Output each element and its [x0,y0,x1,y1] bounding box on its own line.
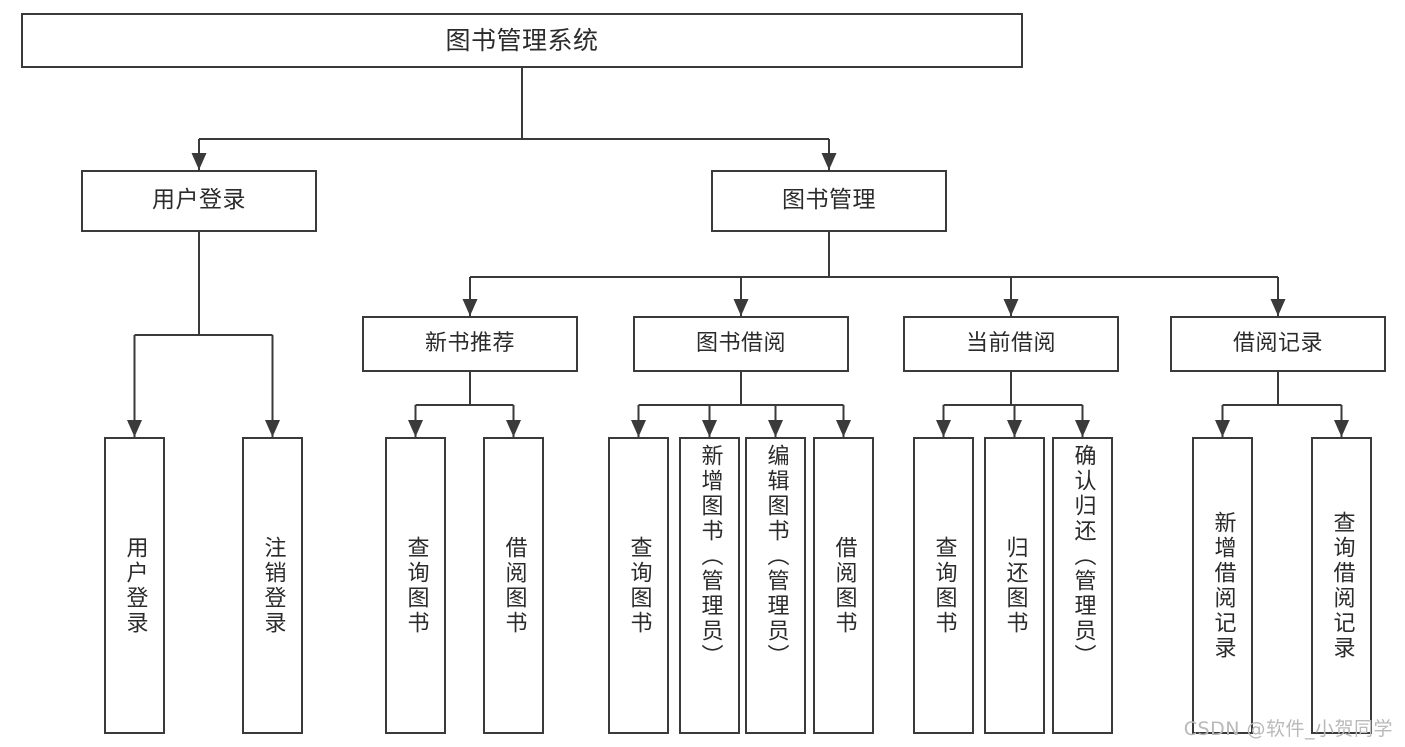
arrowhead-book-borrow [733,299,749,316]
arrowhead-leaf-return-book [1007,420,1022,437]
node-leaf-return-book[interactable]: 归还图书 [984,437,1045,734]
node-label: 新书推荐 [424,331,515,357]
node-label: 编辑图书（管理员） [763,444,789,669]
node-leaf-borrow-book-1[interactable]: 借阅图书 [483,437,544,734]
node-label: 新增借阅记录 [1210,510,1236,661]
node-label: 查询借阅记录 [1329,510,1355,661]
node-user-login[interactable]: 用户登录 [81,170,317,232]
arrowhead-new-book-rec [462,299,478,316]
node-leaf-query-book-1[interactable]: 查询图书 [385,437,446,734]
node-leaf-edit-book[interactable]: 编辑图书（管理员） [745,437,806,734]
node-label: 当前借阅 [965,331,1056,357]
node-book-manage[interactable]: 图书管理 [711,170,947,232]
arrowhead-leaf-query-book-1 [408,420,423,437]
node-label: 借阅图书 [501,535,527,636]
arrowhead-borrow-record [1270,299,1286,316]
node-label: 查询图书 [931,535,957,636]
node-label: 查询图书 [403,535,429,636]
node-book-borrow[interactable]: 图书借阅 [633,316,849,372]
arrowhead-book-manage [821,153,837,170]
arrowhead-user-login [191,153,207,170]
node-leaf-query-record[interactable]: 查询借阅记录 [1311,437,1372,734]
node-leaf-confirm-return[interactable]: 确认归还（管理员） [1052,437,1113,734]
arrowhead-leaf-edit-book [768,420,783,437]
node-leaf-query-book-2[interactable]: 查询图书 [608,437,669,734]
node-label: 查询图书 [626,535,652,636]
node-label: 用户登录 [122,535,148,636]
node-label: 借阅图书 [831,535,857,636]
node-leaf-logout[interactable]: 注销登录 [242,437,303,734]
node-label: 图书借阅 [695,331,786,357]
node-label: 确认归还（管理员） [1070,444,1096,669]
node-label: 图书管理 [782,187,876,214]
node-root[interactable]: 图书管理系统 [21,13,1023,68]
node-label: 图书管理系统 [445,25,599,55]
arrowhead-leaf-query-record [1334,420,1349,437]
node-leaf-add-book[interactable]: 新增图书（管理员） [679,437,740,734]
node-current-borrow[interactable]: 当前借阅 [903,316,1119,372]
node-label: 归还图书 [1002,535,1028,636]
arrowhead-leaf-query-book-3 [936,420,951,437]
arrowhead-leaf-borrow-book-1 [506,420,521,437]
arrowhead-current-borrow [1003,299,1019,316]
node-new-book-rec[interactable]: 新书推荐 [362,316,578,372]
arrowhead-leaf-add-book [702,420,717,437]
node-borrow-record[interactable]: 借阅记录 [1170,316,1386,372]
arrowhead-leaf-logout [265,420,280,437]
node-label: 注销登录 [260,535,286,636]
arrowhead-leaf-confirm-return [1075,420,1090,437]
node-leaf-query-book-3[interactable]: 查询图书 [913,437,974,734]
arrowhead-leaf-query-book-2 [631,420,646,437]
arrowhead-leaf-borrow-book-2 [836,420,851,437]
node-label: 用户登录 [152,187,246,214]
node-leaf-borrow-book-2[interactable]: 借阅图书 [813,437,874,734]
node-label: 新增图书（管理员） [697,444,723,669]
arrowhead-leaf-user-login [127,420,142,437]
node-label: 借阅记录 [1232,331,1323,357]
arrowhead-leaf-add-record [1215,420,1230,437]
node-leaf-add-record[interactable]: 新增借阅记录 [1192,437,1253,734]
node-leaf-user-login[interactable]: 用户登录 [104,437,165,734]
